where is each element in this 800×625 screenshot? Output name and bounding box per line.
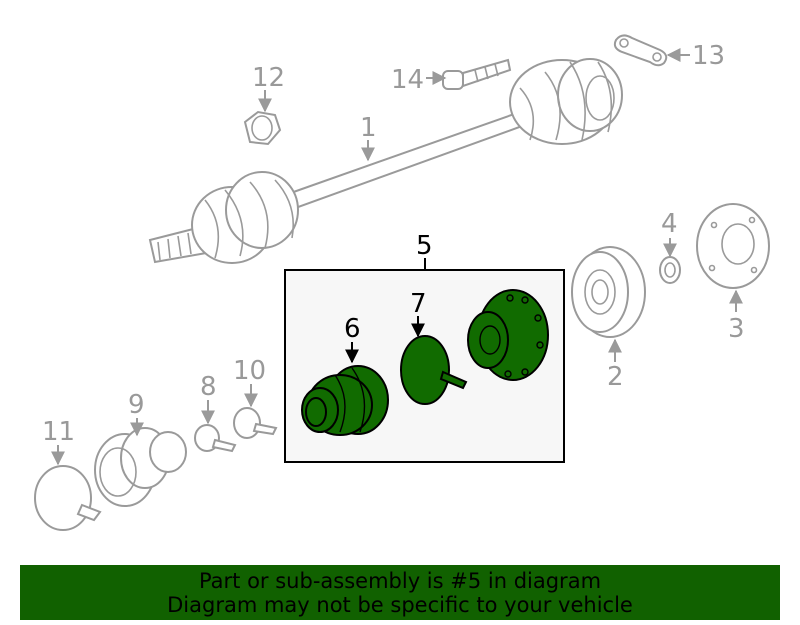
cv-joint[interactable] bbox=[467, 289, 549, 381]
parts-diagram: 1 12 14 13 2 4 3 5 6 7 8 10 9 11 bbox=[34, 34, 770, 531]
boot[interactable] bbox=[94, 427, 187, 507]
large-clamp[interactable] bbox=[34, 465, 102, 531]
callout-1: 1 bbox=[360, 113, 377, 143]
clamp[interactable] bbox=[233, 407, 278, 439]
nut[interactable] bbox=[243, 110, 282, 146]
callout-9: 9 bbox=[128, 390, 145, 420]
green-clamp[interactable] bbox=[400, 335, 468, 405]
axle-shaft[interactable] bbox=[148, 58, 623, 264]
seal-ring[interactable] bbox=[659, 256, 681, 284]
callout-6: 6 bbox=[344, 314, 361, 344]
wheel-bearing[interactable] bbox=[571, 246, 646, 338]
callout-10: 10 bbox=[233, 356, 266, 386]
callout-13: 13 bbox=[692, 41, 725, 71]
hub-cover[interactable] bbox=[696, 203, 770, 289]
callout-8: 8 bbox=[200, 372, 217, 402]
banner-line-2: Diagram may not be specific to your vehi… bbox=[167, 592, 633, 617]
info-banner: Part or sub-assembly is #5 in diagram Di… bbox=[20, 565, 780, 620]
callout-11: 11 bbox=[42, 417, 75, 447]
callout-12: 12 bbox=[252, 63, 285, 93]
boot-kit[interactable] bbox=[301, 365, 389, 436]
callout-4: 4 bbox=[661, 209, 678, 239]
callout-5: 5 bbox=[416, 231, 433, 261]
small-clamp[interactable] bbox=[194, 424, 237, 453]
lock-plate[interactable] bbox=[613, 34, 668, 67]
callout-2: 2 bbox=[607, 362, 624, 392]
callout-14: 14 bbox=[391, 65, 424, 95]
bolt[interactable] bbox=[442, 58, 512, 90]
callout-7: 7 bbox=[410, 289, 427, 319]
callout-3: 3 bbox=[728, 314, 745, 344]
banner-line-1: Part or sub-assembly is #5 in diagram bbox=[198, 568, 602, 593]
